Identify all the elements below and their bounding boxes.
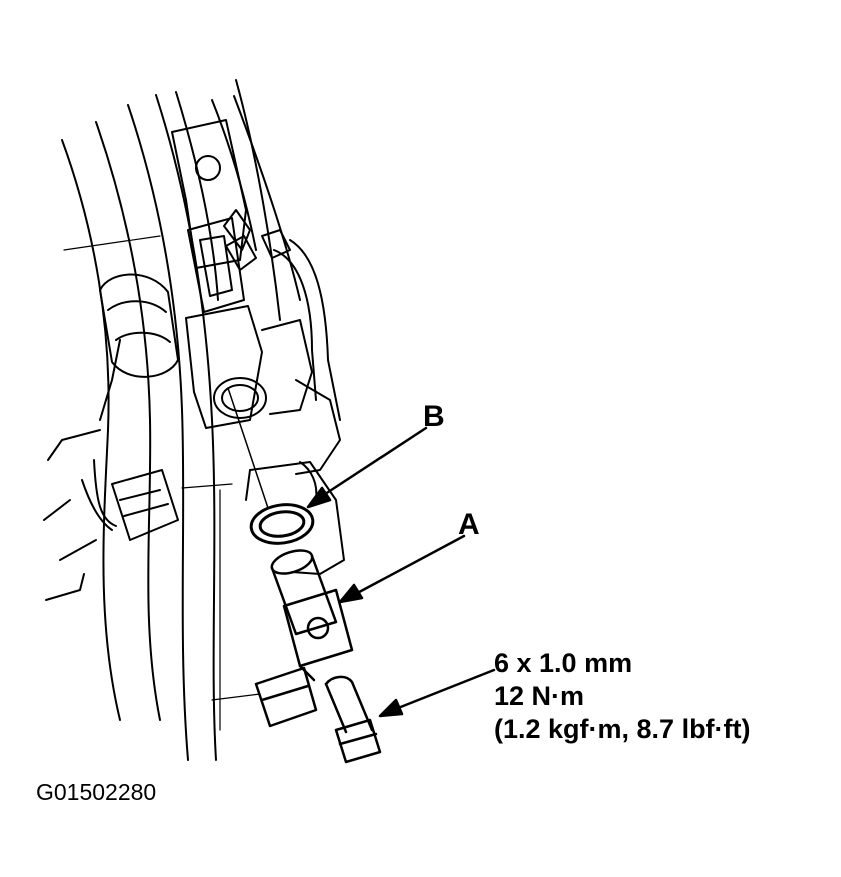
o-ring [249, 501, 316, 547]
background-hoses [62, 80, 300, 760]
torque-nm-text: 12 N·m [494, 681, 585, 711]
leader-arrows [308, 428, 494, 716]
hose-coupling [100, 275, 178, 377]
callout-label-b: B [423, 400, 445, 433]
cmp-sensor [256, 546, 380, 762]
torque-alt-text: (1.2 kgf·m, 8.7 lbf·ft) [494, 714, 751, 744]
bolt-size-text: 6 x 1.0 mm [494, 648, 633, 678]
faint-lines [64, 236, 260, 730]
figure-id: G01502280 [36, 779, 157, 805]
callout-label-a: A [458, 508, 480, 541]
lower-connector [44, 340, 178, 600]
torque-spec: 6 x 1.0 mm 12 N·m (1.2 kgf·m, 8.7 lbf·ft… [494, 647, 751, 746]
upper-bracket [172, 120, 340, 420]
assembly-guide-line [228, 388, 268, 508]
